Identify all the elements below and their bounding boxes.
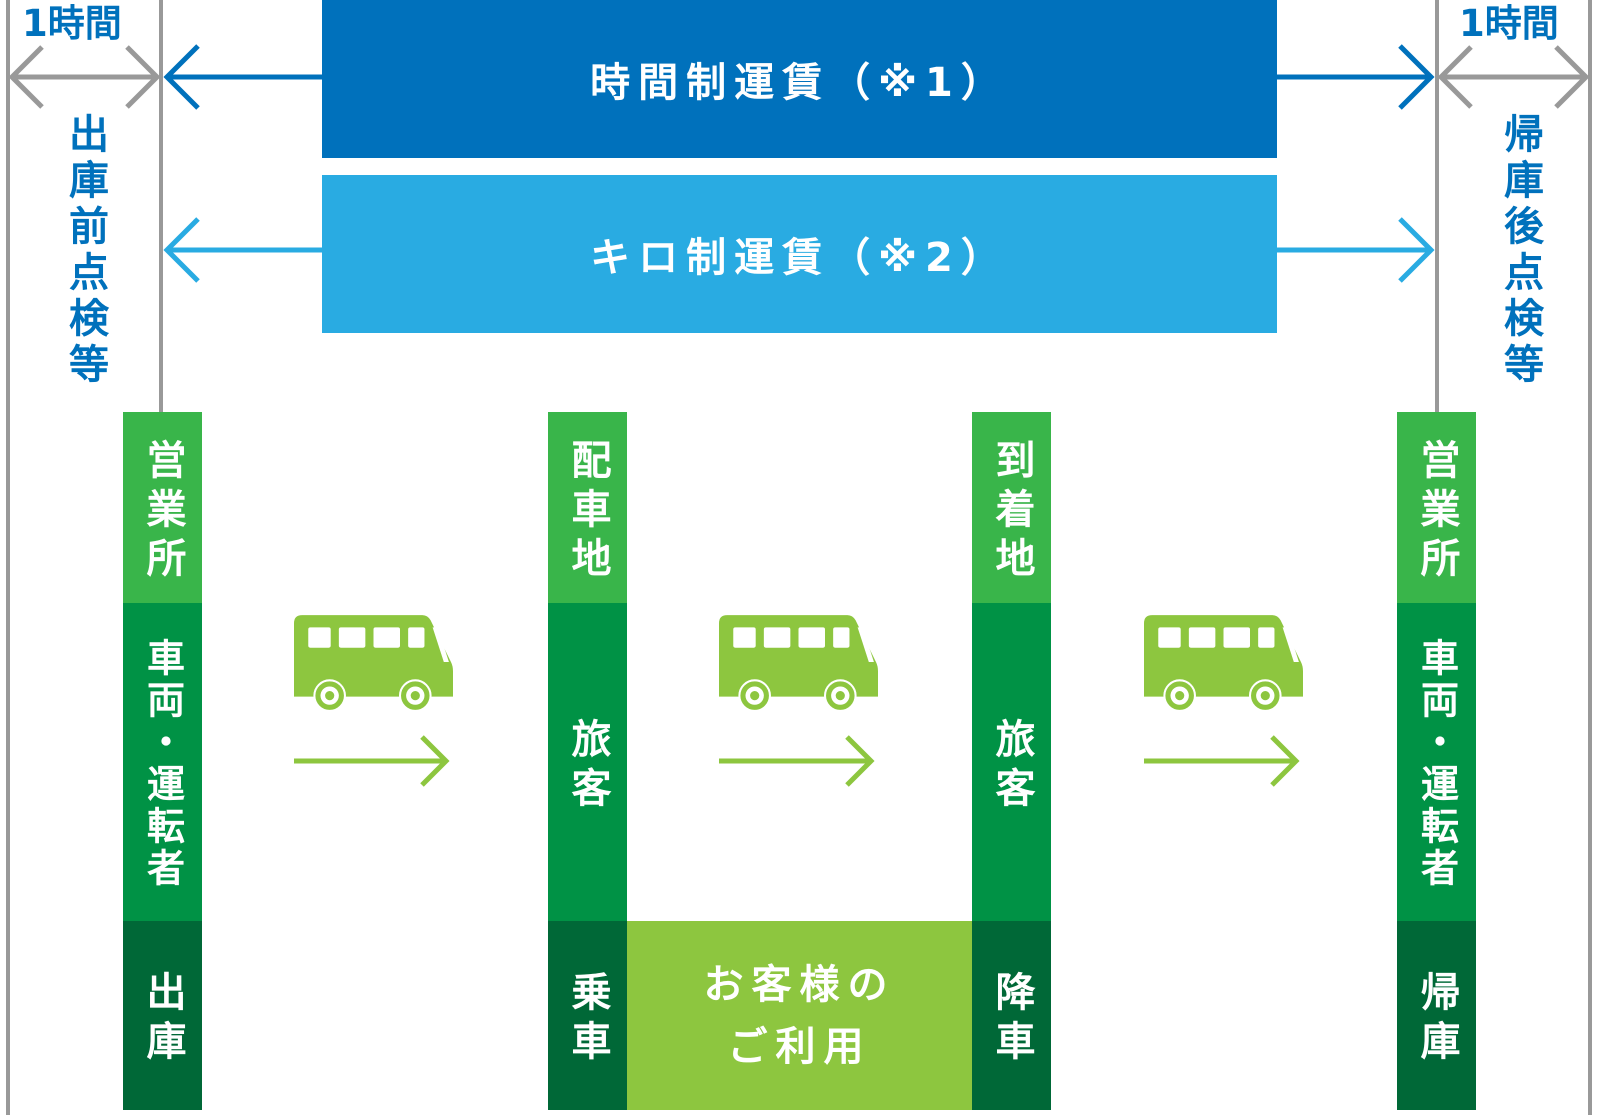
subject-label: 旅客 <box>564 717 611 816</box>
action-label: 降車 <box>988 971 1035 1069</box>
action-cell: 出庫 <box>123 921 202 1110</box>
subject-label: 旅客 <box>988 717 1035 816</box>
distance-fare-left-arrow-icon <box>163 217 322 283</box>
place-label: 営業所 <box>139 438 186 586</box>
action-cell: 乗車 <box>548 921 627 1110</box>
distance-fare-box: キロ制運賃（※2） <box>322 175 1277 333</box>
hourly-fare-left-arrow-icon <box>163 44 322 110</box>
subject-label: 車両・運転者 <box>140 638 185 890</box>
subject-cell: 旅客 <box>972 603 1051 921</box>
hourly-fare-right-arrow-icon <box>1277 44 1435 110</box>
bus-icon <box>294 615 453 711</box>
distance-fare-right-arrow-icon <box>1277 217 1435 283</box>
right-duration-label: 1時間 <box>1459 2 1559 45</box>
subject-cell: 旅客 <box>548 603 627 921</box>
right-arrow-icon <box>294 735 450 787</box>
column-departure-office: 営業所 車両・運転者 出庫 <box>123 412 202 1110</box>
right-arrow-icon <box>719 735 875 787</box>
subject-label: 車両・運転者 <box>1414 638 1459 890</box>
column-destination: 到着地 旅客 降車 <box>972 412 1051 1110</box>
usage-line-1: お客様の <box>703 961 896 1008</box>
customer-usage-box: お客様の ご利用 <box>627 921 972 1110</box>
subject-cell: 車両・運転者 <box>123 603 202 921</box>
place-label: 配車地 <box>564 438 611 586</box>
action-label: 出庫 <box>139 971 186 1069</box>
place-cell: 営業所 <box>123 412 202 603</box>
column-pickup-point: 配車地 旅客 乗車 <box>548 412 627 1110</box>
usage-line-2: ご利用 <box>727 1023 872 1070</box>
place-cell: 配車地 <box>548 412 627 603</box>
action-cell: 降車 <box>972 921 1051 1110</box>
hourly-fare-label: 時間制運賃（※1） <box>590 60 1009 106</box>
subject-cell: 車両・運転者 <box>1397 603 1476 921</box>
hourly-fare-box: 時間制運賃（※1） <box>322 0 1277 158</box>
place-label: 到着地 <box>988 438 1035 586</box>
right-arrow-icon <box>1144 735 1300 787</box>
bus-icon <box>719 615 878 711</box>
pre-departure-inspection-label: 出庫前点検等 <box>62 113 108 389</box>
distance-fare-label: キロ制運賃（※2） <box>590 235 1009 281</box>
place-label: 営業所 <box>1413 438 1460 586</box>
column-return-office: 営業所 車両・運転者 帰庫 <box>1397 412 1476 1110</box>
action-label: 帰庫 <box>1413 971 1460 1069</box>
right-hour-double-arrow-icon <box>1437 45 1590 109</box>
post-return-inspection-label: 帰庫後点検等 <box>1497 113 1543 389</box>
place-cell: 営業所 <box>1397 412 1476 603</box>
action-label: 乗車 <box>564 971 611 1069</box>
place-cell: 到着地 <box>972 412 1051 603</box>
left-duration-label: 1時間 <box>22 2 122 45</box>
bus-icon <box>1144 615 1303 711</box>
left-hour-double-arrow-icon <box>8 45 161 109</box>
action-cell: 帰庫 <box>1397 921 1476 1110</box>
